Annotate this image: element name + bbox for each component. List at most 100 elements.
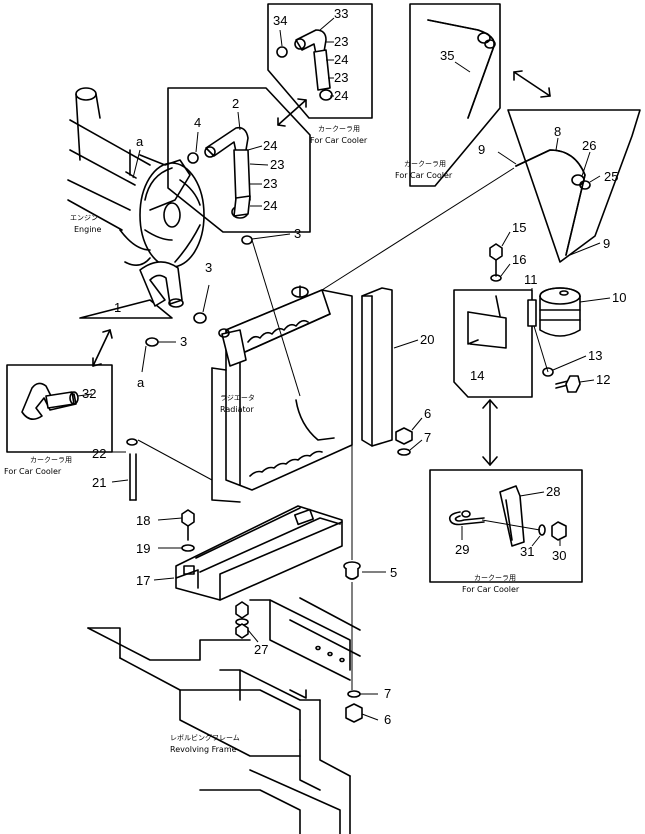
car-cooler-hose-32: [21, 382, 79, 420]
leader-32: [77, 393, 93, 397]
leader-6a: [411, 417, 423, 431]
hose-clamp-3a: [193, 284, 210, 324]
engine-assembly: [67, 87, 191, 231]
stud-21: [129, 453, 137, 501]
bolt-line-29: [481, 519, 541, 531]
callout-box-cooler-bracket: [507, 109, 641, 263]
double-arrow-left: [92, 329, 113, 367]
leader-25: [589, 175, 601, 183]
part-number-35: 35: [440, 48, 454, 63]
leader-9b: [569, 242, 601, 256]
leader-23a: [249, 163, 269, 166]
leader-26: [581, 151, 591, 177]
part-number-20: 20: [420, 332, 434, 347]
cooler-label-en-1: For Car Cooler: [310, 136, 368, 145]
radiator-label-jp: ラジエータ: [220, 393, 255, 402]
revolving-frame: [87, 597, 361, 834]
nut-30: [551, 521, 567, 541]
part-number-3b: 3: [180, 334, 187, 349]
washer-31: [538, 524, 546, 536]
part-number-9a: 9: [478, 142, 485, 157]
leader-22-radiator: [137, 439, 213, 481]
leader-28: [519, 491, 545, 497]
rubber-mount-5: [343, 561, 361, 580]
part-number-3a: 3: [205, 260, 212, 275]
cooler-label-en-2: For Car Cooler: [395, 171, 453, 180]
bracket-14: [467, 295, 507, 349]
part-number-34: 34: [273, 13, 287, 28]
connection-line-pipe: [321, 167, 515, 291]
part-number-23d: 23: [334, 70, 348, 85]
callout-box-cooler-pipe: [409, 3, 501, 187]
leader-27: [247, 629, 259, 643]
washer-13: [542, 367, 554, 377]
part-number-6b: 6: [384, 712, 391, 727]
washer-7a: [397, 448, 411, 456]
hose-clamp-3b: [145, 337, 176, 347]
part-number-17: 17: [136, 573, 150, 588]
part-number-23a: 23: [270, 157, 284, 172]
upper-hose-2: [204, 126, 251, 219]
part-number-22: 22: [92, 446, 106, 461]
hidden-line-hose: [251, 239, 301, 397]
washer-19: [181, 544, 195, 552]
part-number-1: 1: [114, 300, 121, 315]
bolt-15: [489, 243, 503, 277]
part-number-15: 15: [512, 220, 526, 235]
leader-6b: [361, 713, 379, 721]
leader-11-down: [533, 325, 549, 373]
part-number-6a: 6: [424, 406, 431, 421]
bolt-18: [181, 509, 195, 541]
baffle-plate-20: [361, 287, 393, 447]
part-number-31: 31: [520, 544, 534, 559]
cooler-pipe-35: [427, 19, 496, 119]
washer-22: [126, 438, 138, 446]
part-number-30: 30: [552, 548, 566, 563]
bolt-12: [555, 375, 581, 393]
bolt-27: [235, 601, 249, 639]
callout-box-upper-hose: [167, 87, 311, 233]
part-number-13: 13: [588, 348, 602, 363]
frame-label-en: Revolving Frame: [170, 745, 237, 754]
double-arrow-upper: [277, 98, 307, 127]
leader-16: [500, 263, 511, 277]
part-number-23b: 23: [263, 176, 277, 191]
cooler-label-jp-2: カークーラ用: [404, 160, 446, 168]
part-number-24a: 24: [263, 138, 277, 153]
callout-box-clamp-bracket: [429, 469, 583, 583]
part-number-25: 25: [604, 169, 618, 184]
part-number-28: 28: [546, 484, 560, 499]
part-number-14: 14: [470, 368, 484, 383]
receiver-drier-10: [539, 287, 581, 337]
radiator-support-17: [175, 505, 343, 601]
part-number-8: 8: [554, 124, 561, 139]
part-number-21: 21: [92, 475, 106, 490]
engine-label-jp: エンジン: [70, 214, 98, 222]
part-number-19: 19: [136, 541, 150, 556]
part-number-7a: 7: [424, 430, 431, 445]
leader-8: [555, 137, 559, 151]
leader-4: [195, 131, 199, 153]
washer-7b: [347, 690, 361, 698]
leader-21: [111, 479, 129, 483]
washer-16: [490, 274, 502, 282]
leader-2: [237, 111, 241, 131]
bracket-28: [499, 485, 525, 547]
leader-35: [454, 61, 471, 73]
leader-24a: [247, 145, 263, 151]
leader-17: [153, 577, 175, 581]
part-number-24b: 24: [263, 198, 277, 213]
part-number-24c: 24: [334, 52, 348, 67]
clamp-34: [276, 46, 288, 58]
nut-6a: [395, 427, 413, 445]
part-number-24d: 24: [334, 88, 348, 103]
clamp-4: [187, 152, 199, 164]
leader-31: [531, 535, 541, 547]
leader-20: [393, 339, 419, 349]
part-number-4: 4: [194, 115, 201, 130]
leader-9a: [497, 151, 517, 165]
leader-12: [579, 379, 595, 383]
bracket-frame-14: [453, 289, 533, 398]
